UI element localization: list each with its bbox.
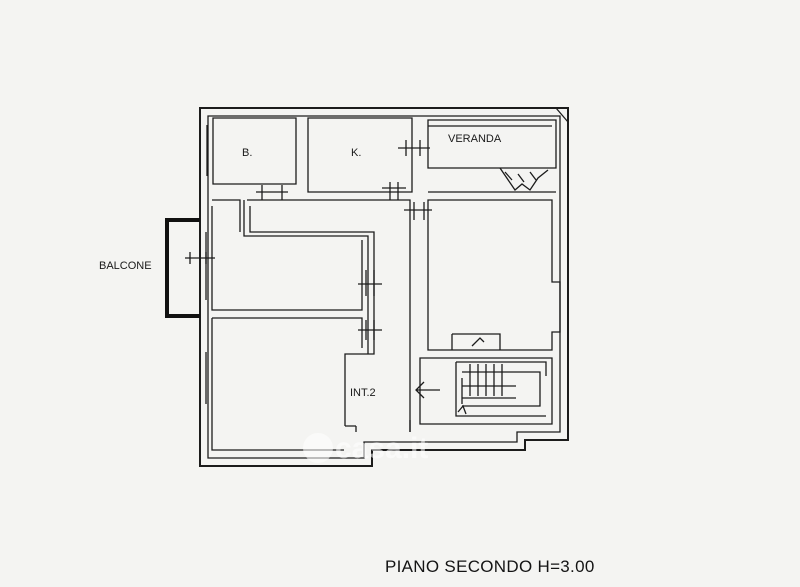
watermark: casa.it — [303, 432, 428, 465]
bedroom-1 — [205, 199, 382, 311]
bedroom-2 — [205, 317, 382, 451]
unit-entry — [344, 420, 411, 432]
bathroom — [206, 117, 297, 200]
stairwell — [415, 357, 553, 425]
kitchen — [307, 117, 430, 200]
label-kitchen: K. — [351, 147, 361, 159]
floor-caption: PIANO SECONDO H=3.00 — [385, 557, 595, 576]
label-veranda: VERANDA — [448, 133, 502, 145]
living-room — [427, 199, 561, 351]
label-unit: INT.2 — [350, 387, 376, 399]
watermark-text: casa.it — [335, 432, 428, 465]
label-bath: B. — [242, 147, 252, 159]
label-balcony: BALCONE — [99, 260, 152, 272]
outer-walls — [199, 107, 569, 467]
corridor — [243, 199, 432, 432]
veranda — [427, 107, 569, 193]
